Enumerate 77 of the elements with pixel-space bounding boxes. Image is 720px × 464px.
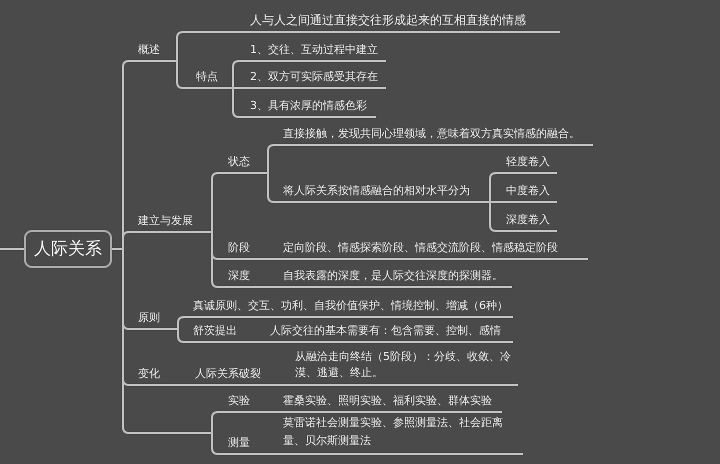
topic-label: 阶段 (228, 240, 250, 255)
connector-line (262, 258, 268, 260)
branch-topic (183, 12, 560, 33)
topic-label: 中度卷入 (506, 183, 550, 198)
connector-line (262, 453, 268, 455)
topic-label: 原则 (138, 310, 160, 325)
connector-line (177, 316, 185, 330)
topic-label: 建立与发展 (138, 213, 193, 228)
branch-topic (264, 323, 513, 343)
connector-line (183, 384, 189, 386)
connector-line (258, 341, 264, 343)
root-topic-box (24, 230, 112, 268)
branch-topic (218, 435, 262, 455)
topic-label: 变化 (138, 366, 160, 381)
topic-label: 1、交往、互动过程中建立 (250, 42, 378, 57)
connector-line (232, 60, 240, 89)
connector-line (262, 286, 268, 288)
connector-line (211, 432, 219, 455)
connector-line (177, 328, 185, 343)
topic-label: 状态 (228, 154, 250, 169)
topic-label: 实验 (228, 393, 250, 408)
connector-line (232, 87, 240, 118)
branch-topic (268, 393, 502, 413)
topic-label: 将人际关系按情感融合的相对水平分为 (283, 183, 470, 198)
branch-topic (129, 310, 178, 330)
topic-label: 人际关系破裂 (195, 366, 261, 381)
topic-label: 直接接触，发现共同心理领域，意味着双方真实情感的融合。 (283, 126, 580, 141)
connector-line (0, 248, 24, 250)
topic-label: 概述 (138, 42, 160, 57)
branch-topic (239, 69, 386, 89)
branch-topic (496, 212, 557, 232)
topic-label: 测量 (228, 435, 250, 450)
branch-topic (218, 268, 262, 288)
branch-topic (274, 183, 490, 203)
branch-topic (218, 154, 268, 174)
topic-label: 莫雷诺社会测量实验、参照测量法、社会距离量、贝尔斯测量法 (283, 415, 504, 449)
branch-topic (218, 393, 262, 413)
connector-line (490, 201, 496, 203)
branch-topic (183, 69, 233, 89)
branch-topic (496, 183, 557, 203)
connector-line (233, 87, 239, 89)
branch-topic (129, 42, 177, 62)
branch-topic (268, 240, 588, 260)
branch-topic (189, 366, 283, 386)
branch-topic (184, 323, 258, 343)
branch-topic (268, 268, 512, 288)
connector-line (489, 201, 497, 232)
topic-label: 2、双方可实际感受其存在 (250, 69, 378, 84)
topic-label: 人与人之间通过直接交往形成起来的互相直接的情感 (250, 12, 526, 28)
topic-label: 深度卷入 (506, 212, 550, 227)
branch-topic (268, 414, 523, 455)
branch-topic (218, 240, 262, 260)
topic-label: 定向阶段、情感探索阶段、情感交流阶段、情感稳定阶段 (283, 240, 558, 255)
connector-line (262, 411, 268, 413)
topic-label: 自我表露的深度，是人际交往深度的探测器。 (283, 268, 503, 283)
topic-label: 轻度卷入 (506, 154, 550, 169)
branch-line (129, 432, 212, 434)
topic-label: 从融洽走向终结（5阶段）：分歧、收敛、冷漠、逃避、终止。 (295, 349, 512, 381)
root-topic-label: 人际关系 (34, 239, 102, 259)
branch-topic (184, 298, 513, 318)
topic-label: 特点 (196, 69, 218, 84)
branch-topic (239, 98, 376, 118)
topic-label: 深度 (228, 268, 250, 283)
topic-label: 舒茨提出 (193, 323, 237, 338)
topic-label: 真诚原则、交互、功利、自我价值保护、情境控制、增减（6种） (193, 298, 508, 313)
topic-label: 人际交往的基本需要有：包含需要、控制、感情 (270, 323, 501, 338)
branch-topic (274, 126, 593, 146)
connector-line (211, 411, 219, 434)
connector-line (283, 384, 289, 386)
topic-label: 霍桑实验、照明实验、福利实验、群体实验 (283, 393, 492, 408)
branch-topic (496, 154, 557, 174)
branch-topic (129, 366, 183, 386)
branch-topic (239, 42, 386, 62)
topic-label: 3、具有浓厚的情感色彩 (250, 98, 367, 113)
connector-line (489, 172, 497, 203)
branch-topic (129, 213, 212, 233)
branch-topic (289, 349, 518, 386)
